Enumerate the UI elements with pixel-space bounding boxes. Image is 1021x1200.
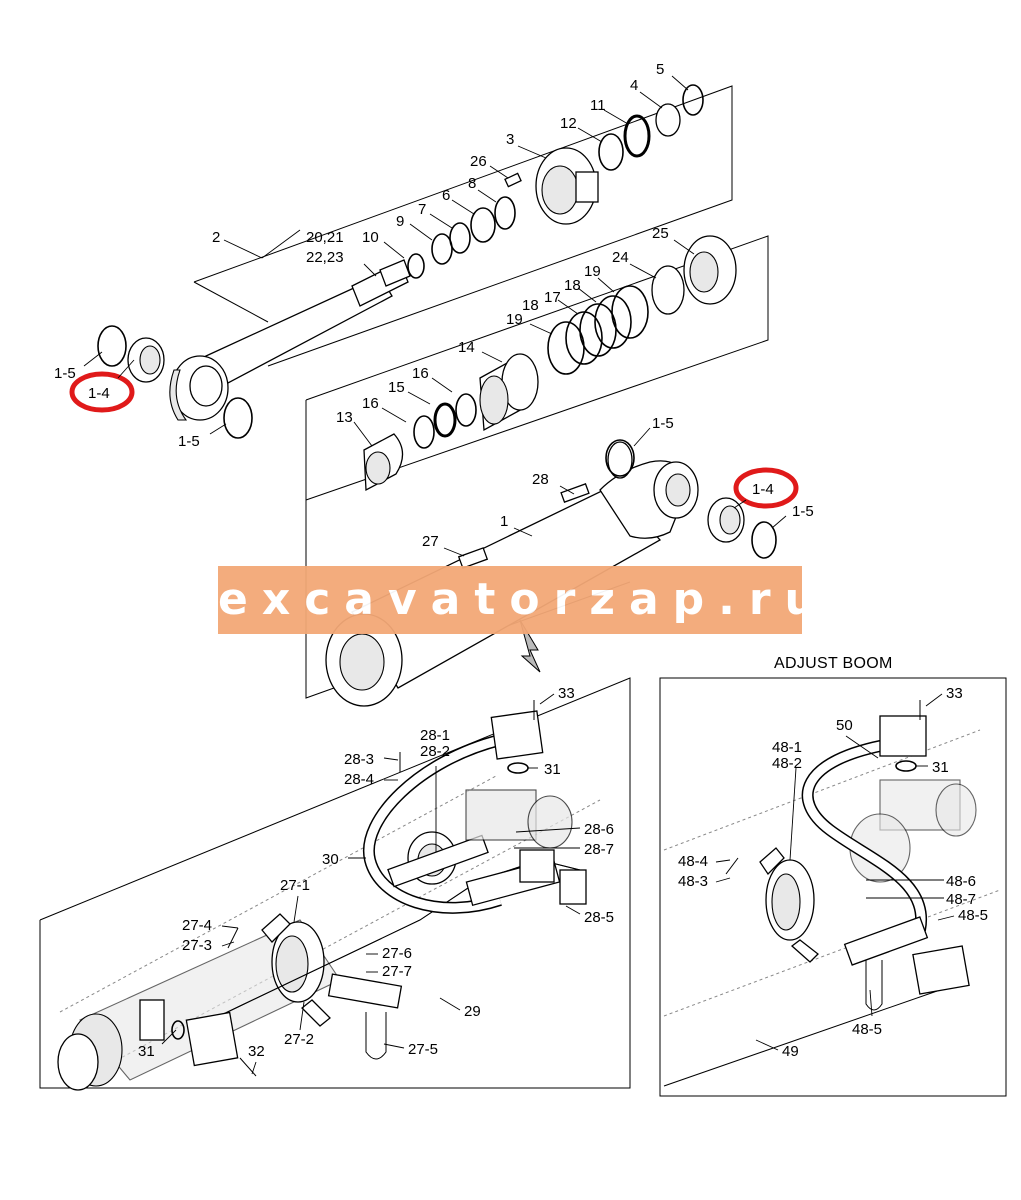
label-28-5: 28-5 bbox=[584, 909, 614, 926]
label-27-4: 27-4 bbox=[182, 917, 212, 934]
label-30: 30 bbox=[322, 851, 339, 868]
label-28-1: 28-1 bbox=[420, 727, 450, 744]
callout-19a: 19 bbox=[584, 263, 601, 280]
label-28-3: 28-3 bbox=[344, 751, 374, 768]
callout-10: 10 bbox=[362, 229, 379, 246]
callout-labels: 5 4 11 12 3 26 8 6 7 9 10 2 20,21 22,23 … bbox=[54, 61, 988, 1060]
label-27-5: 27-5 bbox=[408, 1041, 438, 1058]
callout-26: 26 bbox=[470, 153, 487, 170]
callout-8: 8 bbox=[468, 175, 476, 192]
callout-19b: 19 bbox=[506, 311, 523, 328]
callout-1-4a: 1-4 bbox=[88, 385, 110, 402]
callout-9: 9 bbox=[396, 213, 404, 230]
callout-1-5c: 1-5 bbox=[652, 415, 674, 432]
callout-15: 15 bbox=[388, 379, 405, 396]
callout-25: 25 bbox=[652, 225, 669, 242]
label-28-2: 28-2 bbox=[420, 743, 450, 760]
callout-12: 12 bbox=[560, 115, 577, 132]
label-49: 49 bbox=[782, 1043, 799, 1060]
detail-box-right bbox=[659, 677, 1007, 1097]
label-27-3: 27-3 bbox=[182, 937, 212, 954]
label-32: 32 bbox=[248, 1043, 265, 1060]
label-27-6: 27-6 bbox=[382, 945, 412, 962]
label-33-right: 33 bbox=[946, 685, 963, 702]
label-48-6: 48-6 bbox=[946, 873, 976, 890]
highlight-circle-1-4-right bbox=[733, 467, 799, 509]
callout-1-5b: 1-5 bbox=[178, 433, 200, 450]
label-48-4: 48-4 bbox=[678, 853, 708, 870]
highlight-circle-1-4-left bbox=[69, 371, 135, 413]
callout-16a: 16 bbox=[412, 365, 429, 382]
label-28-7: 28-7 bbox=[584, 841, 614, 858]
label-28-6: 28-6 bbox=[584, 821, 614, 838]
callout-1: 1 bbox=[500, 513, 508, 530]
callout-3: 3 bbox=[506, 131, 514, 148]
callout-16b: 16 bbox=[362, 395, 379, 412]
label-48-2: 48-2 bbox=[772, 755, 802, 772]
watermark-banner: excavatorzap.ru bbox=[218, 566, 816, 634]
callout-11: 11 bbox=[590, 97, 606, 114]
adjust-boom-heading: ADJUST BOOM bbox=[774, 655, 893, 672]
rod-cover bbox=[504, 147, 599, 225]
label-48-1: 48-1 bbox=[772, 739, 802, 756]
label-48-7: 48-7 bbox=[946, 891, 976, 908]
callout-13: 13 bbox=[336, 409, 353, 426]
detail-box-left bbox=[39, 677, 631, 1091]
callout-18b: 18 bbox=[522, 297, 539, 314]
label-27-7: 27-7 bbox=[382, 963, 412, 980]
callout-14: 14 bbox=[458, 339, 475, 356]
label-48-3: 48-3 bbox=[678, 873, 708, 890]
label-31-right: 31 bbox=[932, 759, 949, 776]
callout-1-5a: 1-5 bbox=[54, 365, 76, 382]
label-31-lower: 31 bbox=[138, 1043, 155, 1060]
label-27-2: 27-2 bbox=[284, 1031, 314, 1048]
label-28-4: 28-4 bbox=[344, 771, 374, 788]
label-33-left: 33 bbox=[558, 685, 575, 702]
callout-1-5d: 1-5 bbox=[792, 503, 814, 520]
callout-6: 6 bbox=[442, 187, 450, 204]
rod-group-frame bbox=[193, 85, 733, 367]
callout-27: 27 bbox=[422, 533, 439, 550]
label-48-5-lower: 48-5 bbox=[852, 1021, 882, 1038]
leader-lines bbox=[83, 75, 955, 1075]
rod-end-bushing bbox=[97, 325, 253, 439]
piston-group-frame bbox=[305, 235, 769, 501]
callout-5: 5 bbox=[656, 61, 664, 78]
callout-28: 28 bbox=[532, 471, 549, 488]
label-48-5-upper: 48-5 bbox=[958, 907, 988, 924]
callout-22-23: 22,23 bbox=[306, 249, 344, 266]
callout-17: 17 bbox=[544, 289, 561, 306]
callout-18a: 18 bbox=[564, 277, 581, 294]
label-50: 50 bbox=[836, 717, 853, 734]
callout-4: 4 bbox=[630, 77, 638, 94]
callout-24: 24 bbox=[612, 249, 629, 266]
seal-rings-top bbox=[407, 84, 704, 279]
piston-parts bbox=[363, 235, 737, 492]
label-27-1: 27-1 bbox=[280, 877, 310, 894]
label-29: 29 bbox=[464, 1003, 481, 1020]
callout-20-21: 20,21 bbox=[306, 229, 344, 246]
piston-rod bbox=[169, 259, 411, 421]
callout-2: 2 bbox=[212, 229, 220, 246]
label-31-upper: 31 bbox=[544, 761, 561, 778]
callout-7: 7 bbox=[418, 201, 426, 218]
callout-1-4b: 1-4 bbox=[752, 481, 774, 498]
